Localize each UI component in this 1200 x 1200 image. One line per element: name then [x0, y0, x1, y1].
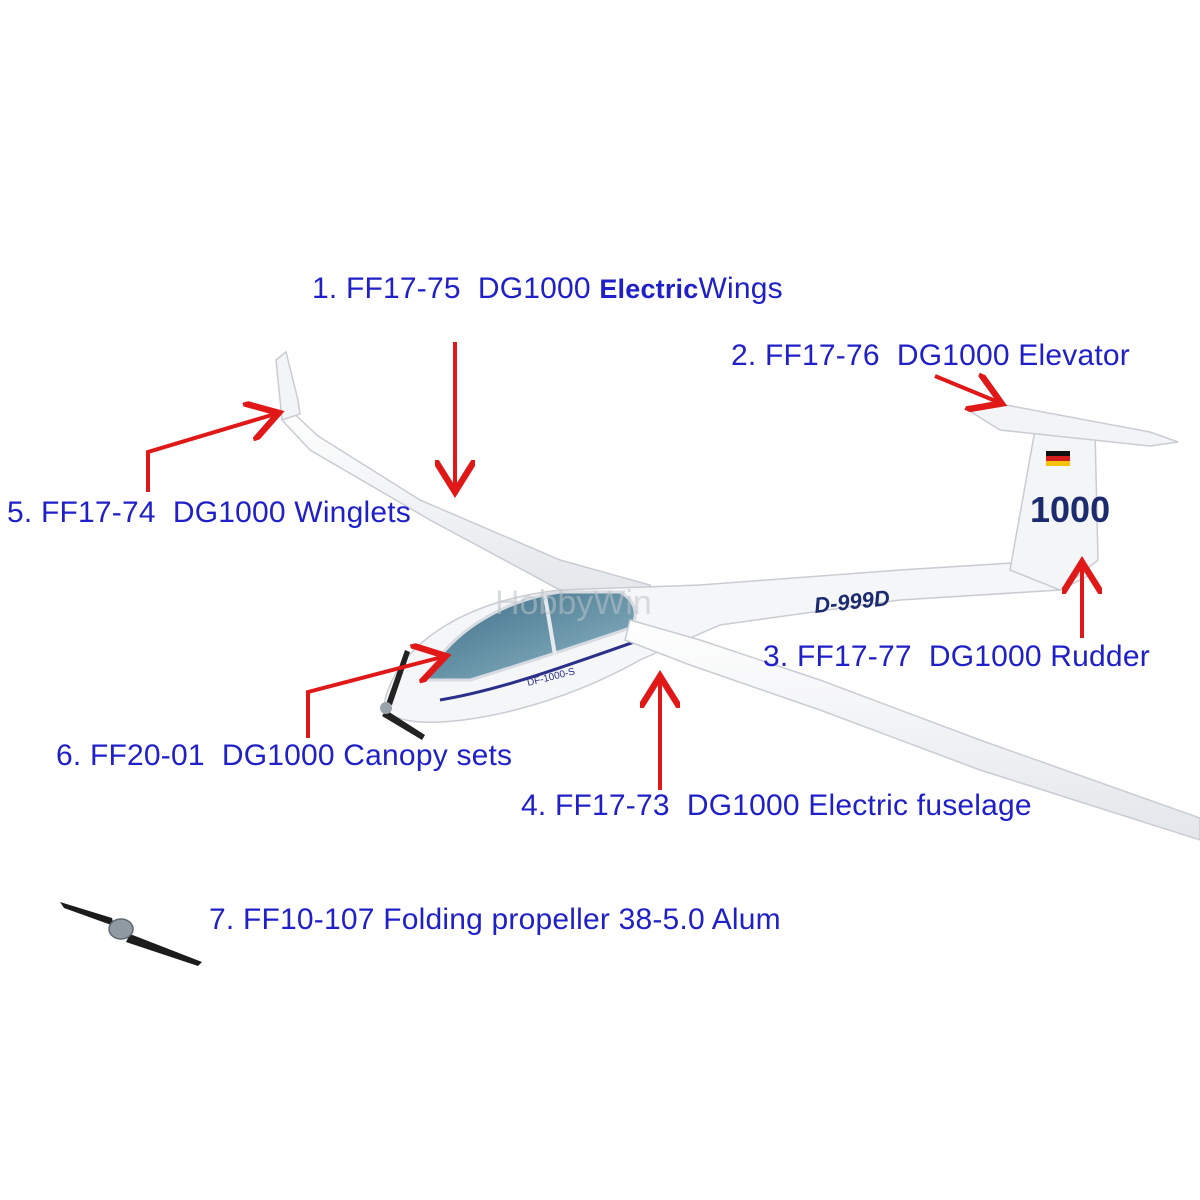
- part-number: 5.: [7, 496, 33, 529]
- part-code: FF17-74: [40, 496, 156, 529]
- part-code: FF20-01: [89, 739, 205, 772]
- part-code: FF17-73: [554, 789, 670, 822]
- left-winglet: [275, 350, 301, 422]
- part-name: DG1000 Electric fuselage: [686, 789, 1032, 822]
- part-code: FF17-75: [345, 272, 461, 305]
- arrow-winglets: [146, 414, 275, 492]
- part-label-propeller: 7. FF10-107 Folding propeller 38-5.0 Alu…: [209, 903, 781, 937]
- callout-arrows: [146, 342, 1082, 790]
- part-label-winglets: 5. FF17-74 DG1000 Winglets: [7, 496, 411, 530]
- part-label-fuselage: 4. FF17-73 DG1000 Electric fuselage: [521, 789, 1032, 823]
- part-number: 4.: [521, 789, 547, 822]
- folding-propeller-icon: [60, 902, 202, 966]
- part-name-emphasis: Electric: [599, 274, 699, 304]
- part-number: 3.: [763, 640, 789, 673]
- part-number: 7.: [209, 903, 235, 936]
- right-wing: [624, 619, 1200, 841]
- vertical-fin: 1000: [1009, 429, 1110, 591]
- part-label-canopy: 6. FF20-01 DG1000 Canopy sets: [56, 739, 512, 773]
- part-code: FF10-107: [242, 903, 375, 936]
- tail-number: 1000: [1030, 489, 1110, 530]
- arrow-elevator: [934, 376, 998, 402]
- part-name: DG1000 Elevator: [896, 339, 1130, 372]
- part-number: 1.: [312, 272, 338, 305]
- part-name: DG1000 Rudder: [928, 640, 1150, 673]
- part-name: DG1000: [477, 272, 600, 305]
- part-code: FF17-77: [796, 640, 912, 673]
- part-code: FF17-76: [764, 339, 880, 372]
- nose-propeller: [380, 650, 425, 740]
- part-number: 2.: [731, 339, 757, 372]
- part-number: 6.: [56, 739, 82, 772]
- watermark-text: HobbyWin: [495, 584, 652, 622]
- part-label-wings: 1. FF17-75 DG1000 ElectricWings: [312, 272, 783, 306]
- flag-of-germany-icon: [1046, 451, 1070, 466]
- canopy: [422, 590, 637, 682]
- part-name: DG1000 Canopy sets: [221, 739, 513, 772]
- part-name: Folding propeller 38-5.0 Alum: [383, 903, 781, 936]
- part-name-suffix: Wings: [698, 272, 783, 305]
- arrow-canopy: [306, 657, 442, 738]
- part-name: DG1000 Winglets: [172, 496, 411, 529]
- part-label-elevator: 2. FF17-76 DG1000 Elevator: [731, 339, 1130, 373]
- part-label-rudder: 3. FF17-77 DG1000 Rudder: [763, 640, 1150, 674]
